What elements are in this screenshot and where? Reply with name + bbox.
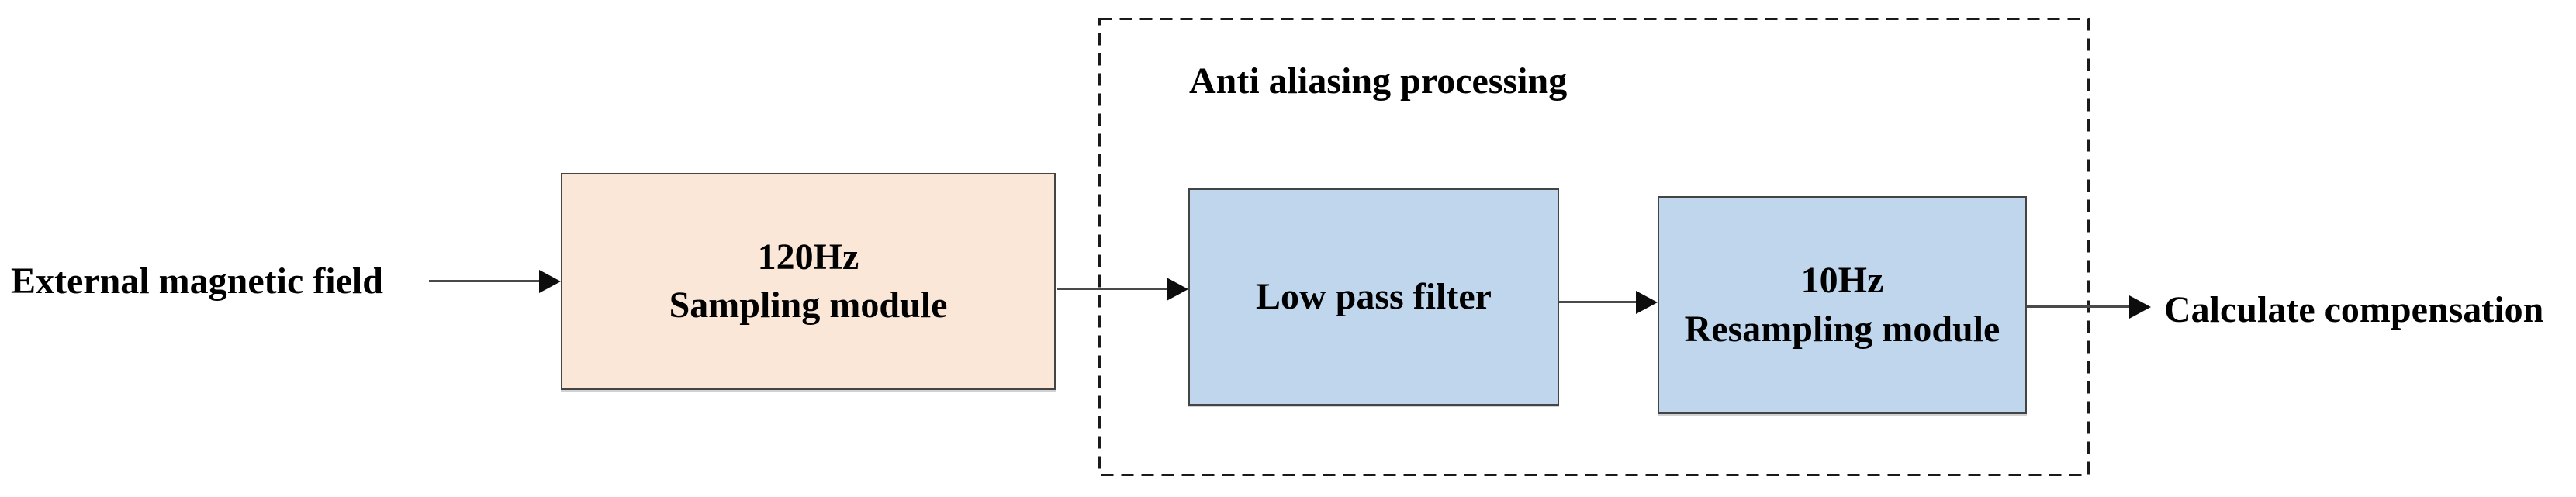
- output-label: Calculate compensation: [2164, 289, 2544, 330]
- resampling-module-rate: 10Hz: [1800, 260, 1884, 302]
- arrow-lowpass-to-resampling-line: [1559, 301, 1636, 303]
- arrow-input-to-sampling-line: [429, 280, 539, 282]
- arrow-right-icon: [1167, 278, 1188, 301]
- anti-aliasing-group-border: [1098, 18, 2090, 476]
- node-resampling-module: 10Hz Resampling module: [1658, 196, 2027, 414]
- arrow-right-icon: [539, 270, 561, 293]
- input-label: External magnetic field: [11, 261, 383, 302]
- low-pass-filter-name: Low pass filter: [1256, 275, 1492, 317]
- anti-aliasing-group-label: Anti aliasing processing: [1189, 60, 1568, 102]
- sampling-module-rate: 120Hz: [757, 236, 859, 278]
- arrow-right-icon: [2129, 295, 2151, 319]
- node-low-pass-filter: Low pass filter: [1188, 188, 1559, 406]
- arrow-sampling-to-lowpass-line: [1057, 288, 1167, 290]
- dashed-rectangle: [1098, 18, 2090, 476]
- arrow-resampling-to-output-line: [2027, 305, 2129, 308]
- resampling-module-name: Resampling module: [1684, 308, 2000, 350]
- node-sampling-module: 120Hz Sampling module: [561, 173, 1056, 390]
- arrow-right-icon: [1636, 291, 1658, 314]
- sampling-module-name: Sampling module: [669, 285, 948, 326]
